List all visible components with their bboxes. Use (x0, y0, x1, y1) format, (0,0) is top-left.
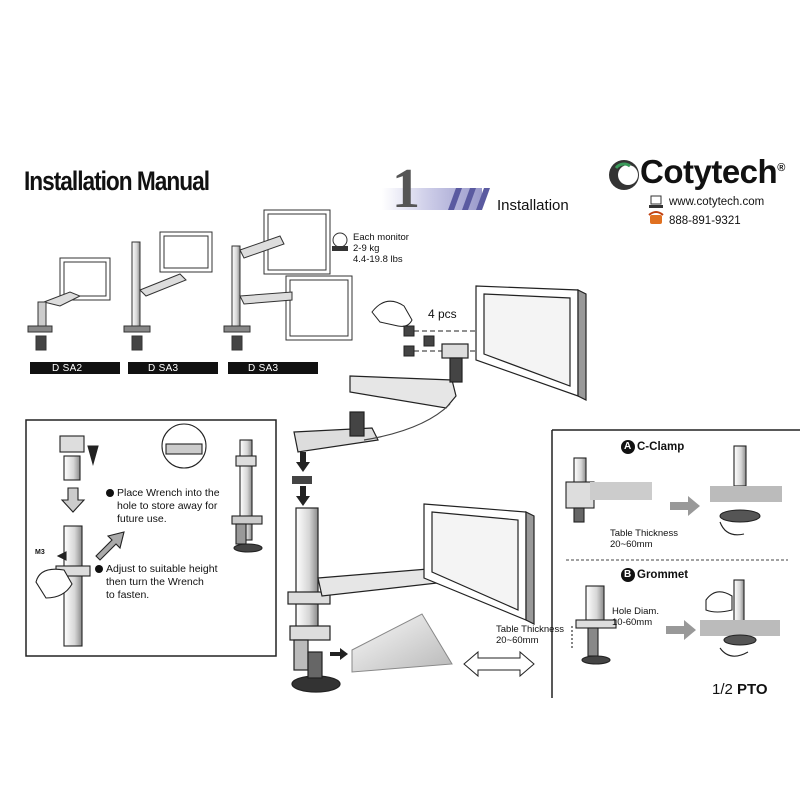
double-arrow-icon (463, 650, 535, 678)
grommet-illustration (571, 579, 780, 665)
thickness-line: 20~60mm (610, 539, 653, 550)
thickness-line: Table Thickness (610, 528, 678, 539)
bullet-icon (106, 489, 114, 497)
page-number: 1/2 (712, 681, 733, 698)
model-label: D SA3 (248, 363, 279, 374)
main-arm-top (293, 357, 463, 453)
collar-part (292, 476, 312, 484)
phone-text: 888-891-9321 (669, 215, 741, 227)
clamp-base (289, 625, 341, 693)
brand-text: Cotytech (640, 153, 778, 190)
c-clamp-illustration (565, 445, 782, 536)
page-title: Installation Manual (24, 166, 210, 196)
note-line: Place Wrench into the (117, 487, 220, 499)
wrench-panel-illustration (35, 423, 263, 647)
arrow-right-icon (330, 648, 348, 660)
weight-line: Each monitor (353, 232, 409, 243)
option-b-hole: Hole Diam. 10-60mm (612, 606, 659, 628)
top-monitor (441, 285, 587, 401)
computer-icon (649, 195, 663, 208)
option-a-badge (621, 440, 635, 454)
option-a-thickness: Table Thickness 20~60mm (610, 528, 678, 550)
main-table-thickness: Table Thickness 20~60mm (496, 624, 564, 646)
weight-spec: Each monitor 2-9 kg 4.4-19.8 lbs (353, 232, 409, 265)
cotytech-logo-icon (609, 160, 639, 190)
desk-surface (351, 613, 453, 673)
wrench-note-1: Place Wrench into the hole to store away… (117, 487, 220, 526)
note-line: Adjust to suitable height (106, 563, 218, 575)
note-line: then turn the Wrench (106, 576, 204, 588)
arrow-down-icon (296, 452, 310, 472)
pto-label: PTO (737, 681, 768, 698)
option-b-letter: B (624, 569, 632, 580)
thickness-line: 20~60mm (496, 635, 539, 646)
model-label-bar (30, 362, 120, 374)
screw-count: 4 pcs (428, 307, 457, 321)
note-line: future use. (117, 513, 167, 525)
model-thumbnails (27, 209, 353, 351)
website-text: www.cotytech.com (669, 196, 765, 208)
brand-name: Cotytech® (640, 153, 785, 191)
hole-line: Hole Diam. (612, 606, 659, 617)
arrow-down-icon (296, 486, 310, 506)
hole-line: 10-60mm (612, 617, 653, 628)
note-line: hole to store away for (117, 500, 218, 512)
option-a-letter: A (624, 441, 632, 452)
telephone-icon (648, 211, 664, 224)
options-panel-frame (551, 429, 800, 698)
bullet-icon (95, 565, 103, 573)
step-number: 1 (392, 158, 420, 220)
weight-line: 4.4-19.8 lbs (353, 254, 403, 265)
note-line: to fasten. (106, 589, 150, 601)
step-label: Installation (497, 197, 569, 214)
option-b-badge (621, 568, 635, 582)
model-label-bar (128, 362, 218, 374)
model-label: D SA2 (52, 363, 83, 374)
model-label-bar (228, 362, 318, 374)
weight-line: 2-9 kg (353, 243, 380, 254)
model-label: D SA3 (148, 363, 179, 374)
option-a-title: C-Clamp (637, 441, 685, 453)
page-footer: 1/2 PTO (712, 681, 768, 698)
weight-icon (332, 232, 348, 251)
step-banner (382, 188, 490, 210)
registered-mark: ® (777, 162, 785, 174)
option-b-title: Grommet (637, 569, 689, 581)
bottom-monitor (423, 503, 535, 625)
thickness-line: Table Thickness (496, 624, 564, 635)
wrench-panel-frame (25, 419, 277, 657)
m3-label: M3 (35, 549, 45, 556)
wrench-note-2: Adjust to suitable height then turn the … (106, 563, 218, 602)
